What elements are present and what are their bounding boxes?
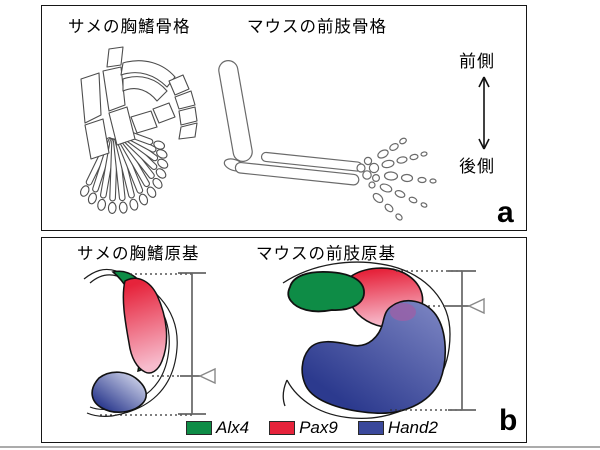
legend-item-pax9: Pax9: [269, 418, 338, 438]
page-bottom-rule: [0, 446, 600, 448]
panel-b-primordia: [41, 237, 527, 443]
legend-label-alx4: Alx4: [216, 418, 250, 437]
hand2-swatch-icon: [357, 421, 384, 435]
mouse-primordium-title: マウスの前肢原基: [256, 245, 396, 263]
shark-skeleton-title: サメの胸鰭骨格: [68, 18, 191, 36]
panel-a-letter: a: [497, 196, 514, 229]
legend-item-hand2: Hand2: [357, 418, 438, 438]
anterior-label: 前側: [459, 52, 495, 71]
legend-label-hand2: Hand2: [387, 418, 438, 437]
posterior-label: 後側: [459, 157, 495, 176]
alx4-swatch-icon: [186, 421, 212, 435]
legend-label-pax9: Pax9: [299, 418, 338, 437]
pax9-swatch-icon: [269, 421, 296, 435]
panel-a-skeletons: [41, 5, 527, 231]
panel-b-letter: b: [499, 404, 518, 437]
legend-item-alx4: Alx4: [186, 418, 249, 438]
mouse-skeleton-title: マウスの前肢骨格: [247, 18, 387, 36]
gene-legend: Alx4 Pax9 Hand2: [186, 418, 438, 438]
shark-primordium-title: サメの胸鰭原基: [77, 245, 200, 263]
